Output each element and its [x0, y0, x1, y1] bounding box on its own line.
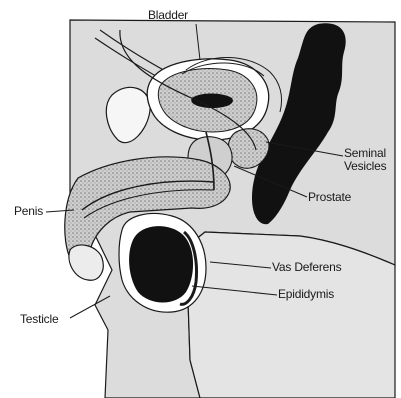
testicle — [129, 226, 193, 302]
thigh-section — [188, 232, 395, 398]
label-seminal-vesicles: Seminal Vesicles — [344, 147, 400, 173]
label-prostate: Prostate — [308, 191, 351, 204]
label-penis: Penis — [14, 205, 43, 218]
label-vas-deferens: Vas Deferens — [272, 261, 341, 274]
label-testicle: Testicle — [20, 313, 58, 326]
label-epididymis: Epididymis — [278, 288, 334, 301]
glans — [69, 245, 103, 280]
label-bladder: Bladder — [148, 9, 188, 22]
